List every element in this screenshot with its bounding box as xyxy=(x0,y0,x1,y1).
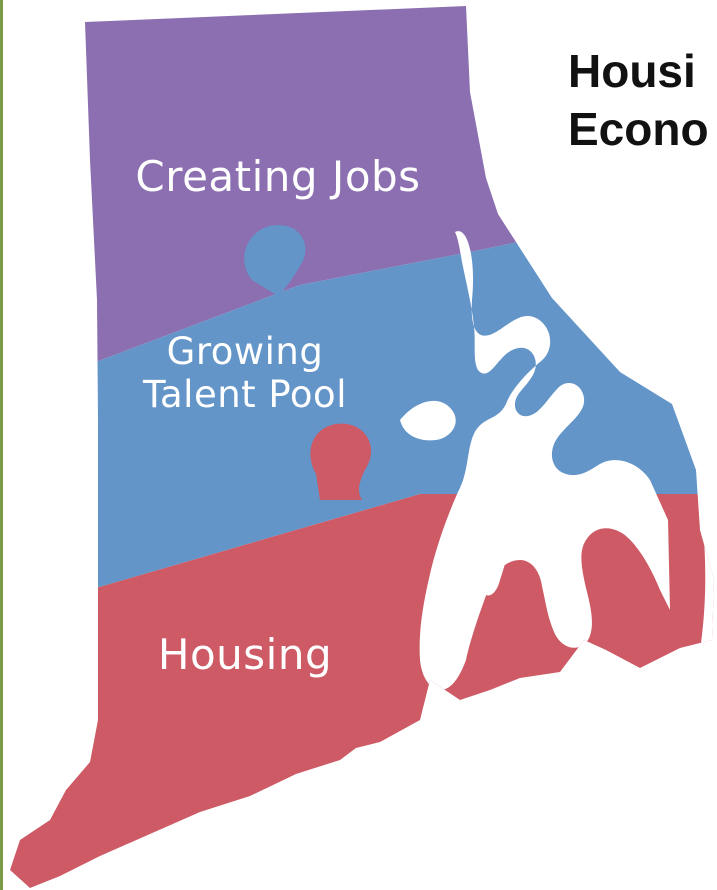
slide-left-border xyxy=(0,0,3,890)
region-label-creating-jobs: Creating Jobs xyxy=(135,152,421,201)
slide-title-line-2: Econo xyxy=(568,103,709,155)
puzzle-knob-jobs xyxy=(244,225,306,296)
bay-island-channel xyxy=(480,494,517,596)
region-label-talent-line-1: Growing xyxy=(166,330,324,373)
slide-title-line-1: Housi xyxy=(568,45,696,97)
region-label-growing-talent-pool: Growing Talent Pool xyxy=(120,330,370,416)
slide-title: Housi Econo xyxy=(568,42,709,158)
region-label-housing: Housing xyxy=(157,630,333,679)
region-growing-talent-pool xyxy=(10,200,714,600)
puzzle-knob-housing xyxy=(310,423,372,500)
region-label-talent-line-2: Talent Pool xyxy=(143,373,347,416)
bay-inlet-west xyxy=(400,400,456,441)
